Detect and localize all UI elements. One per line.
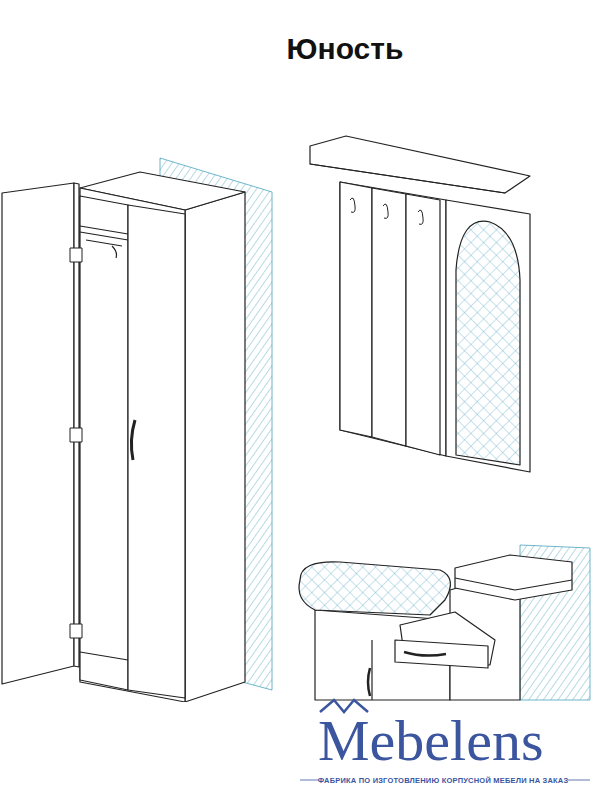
top-cabinet [455,555,572,600]
title: Юность [287,32,404,66]
open-door [2,183,74,684]
shelf [80,232,128,240]
wardrobe-front [80,188,185,702]
arched-mirror [456,221,520,465]
shelf-edge [310,164,505,193]
logo-wordmark: Mebelens [318,712,544,770]
cabinet-edge [515,580,572,590]
hanger-rail [86,240,122,258]
cushion-seat [299,562,450,615]
logo-ground [0,702,596,800]
wardrobe-side [185,192,245,702]
logo-rule [568,780,590,781]
door-handle [368,668,370,696]
bottom-shelf [80,652,128,660]
back-panel [340,182,446,456]
mirror-frame [446,200,530,472]
door-split [371,640,372,700]
hinges [70,248,82,638]
panel-slats [340,182,440,455]
closed-door [128,205,185,698]
wardrobe-interior [80,196,128,690]
cabinet-edge [455,578,515,590]
drawer-handle [404,652,446,656]
logo-rule [300,780,318,781]
logo-tagline: ФАБРИКА ПО ИЗГОТОВЛЕНИЮ КОРПУСНОЙ МЕБЕЛИ… [318,776,569,785]
logo-ornament [320,700,368,712]
door-handle [131,420,135,460]
drawer-front [395,640,488,668]
hooks [350,198,423,224]
